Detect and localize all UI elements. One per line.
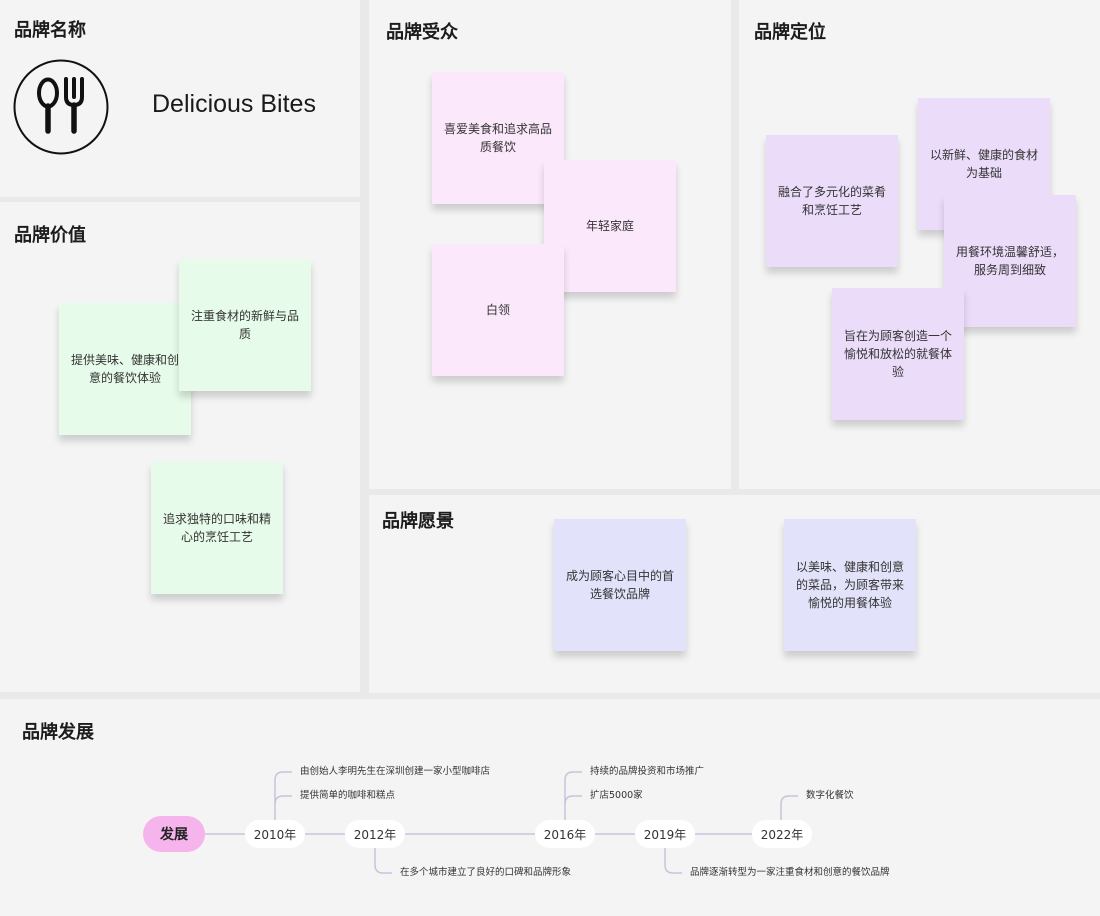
panel-brand-vision (369, 495, 1100, 693)
brand-name-text: Delicious Bites (152, 90, 316, 118)
panel-brand-development (0, 699, 1100, 916)
vision-note[interactable]: 以美味、健康和创意的菜品，为顾客带来愉悦的用餐体验 (784, 519, 916, 651)
event-2010-founding: 由创始人李明先生在深圳创建一家小型咖啡店 (300, 766, 491, 777)
year-node-2012[interactable]: 2012年 (345, 820, 405, 848)
brand-vision-title: 品牌愿景 (382, 511, 454, 532)
brand-positioning-title: 品牌定位 (754, 22, 826, 43)
event-2012-reputation: 在多个城市建立了良好的口碑和品牌形象 (400, 867, 572, 878)
brand-audience-title: 品牌受众 (386, 22, 458, 43)
positioning-note[interactable]: 旨在为顾客创造一个愉悦和放松的就餐体验 (832, 288, 964, 420)
positioning-note[interactable]: 用餐环境温馨舒适，服务周到细致 (944, 195, 1076, 327)
year-node-2016[interactable]: 2016年 (535, 820, 595, 848)
event-2016-investment: 持续的品牌投资和市场推广 (590, 766, 705, 777)
event-2010-menu: 提供简单的咖啡和糕点 (300, 790, 396, 801)
event-2016-expansion: 扩店5000家 (590, 790, 643, 801)
timeline-root-node[interactable]: 发展 (143, 816, 205, 852)
event-2019-transformation: 品牌逐渐转型为一家注重食材和创意的餐饮品牌 (690, 867, 890, 878)
audience-note[interactable]: 白领 (432, 244, 564, 376)
brand-development-title: 品牌发展 (22, 722, 94, 743)
year-node-2022[interactable]: 2022年 (752, 820, 812, 848)
event-2022-digital: 数字化餐饮 (806, 790, 854, 801)
panel-brand-name (0, 0, 360, 197)
fork-spoon-icon (13, 59, 109, 155)
brand-name-title: 品牌名称 (14, 20, 86, 41)
positioning-note[interactable]: 融合了多元化的菜肴和烹饪工艺 (766, 135, 898, 267)
vision-note[interactable]: 成为顾客心目中的首选餐饮品牌 (554, 519, 686, 651)
audience-note[interactable]: 年轻家庭 (544, 160, 676, 292)
value-note[interactable]: 追求独特的口味和精心的烹饪工艺 (151, 462, 283, 594)
audience-note[interactable]: 喜爱美食和追求高品质餐饮 (432, 72, 564, 204)
value-note[interactable]: 提供美味、健康和创意的餐饮体验 (59, 303, 191, 435)
year-node-2010[interactable]: 2010年 (245, 820, 305, 848)
year-node-2019[interactable]: 2019年 (635, 820, 695, 848)
brand-value-title: 品牌价值 (14, 225, 86, 246)
value-note[interactable]: 注重食材的新鲜与品质 (179, 259, 311, 391)
